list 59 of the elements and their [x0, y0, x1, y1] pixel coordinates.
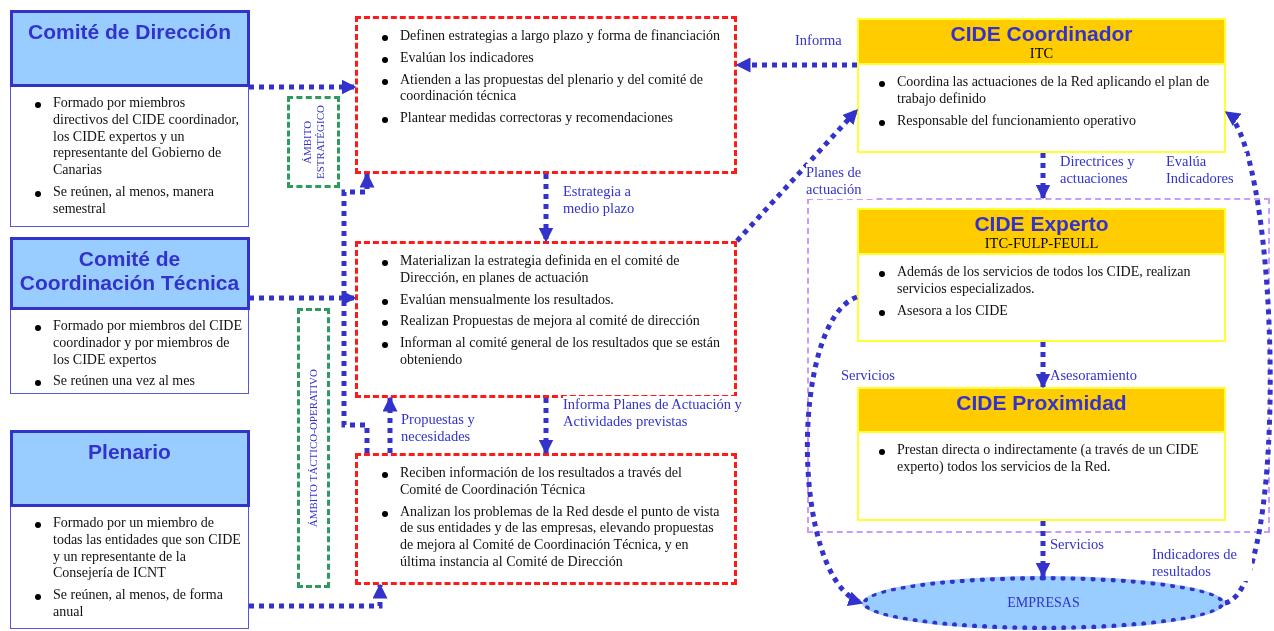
arrow	[1035, 342, 1051, 389]
task-frame	[355, 453, 737, 585]
edge-label: Planes de actuación	[806, 164, 876, 199]
entity-card	[857, 208, 1226, 342]
task-frame	[355, 16, 737, 174]
bullet-text: Evalúan mensualmente los resultados.	[400, 291, 614, 309]
group-frame	[807, 198, 1270, 533]
bullet-text: Analizan los problemas de la Red desde el punto de vista de sus entidades y de las empresas, elevando propuestas de mejora al Comité de Coordinación Técnica, y en última instancia al Comité de Dirección	[400, 503, 721, 571]
scope-frame	[287, 96, 340, 188]
bullet-text: Evalúan los indicadores	[400, 49, 534, 67]
bullet-text: Materializan la estrategia definida en el comité de Dirección, en planes de actuación	[400, 253, 681, 287]
arrow	[249, 79, 357, 95]
bullet-text: Prestan directa o indirectamente (a través de un CIDE experto) todos los servicios de la Red.	[897, 442, 1200, 476]
card-subtitle: ITC	[1029, 46, 1054, 63]
card-subtitle: ITC-FULP-FEULL	[984, 236, 1099, 253]
arrow	[382, 396, 398, 453]
arrow	[249, 290, 357, 306]
card-title: Plenario	[88, 439, 171, 464]
card-title: Comité de Dirección	[27, 19, 232, 44]
bullet-text: Coordina las actuaciones de la Red aplicando el plan de trabajo definido	[897, 74, 1211, 108]
bullet-text: Plantear medidas correctoras y recomendaciones	[400, 110, 673, 127]
vertical-label: ÁMBITO ESTRATÉGICO	[300, 104, 327, 181]
arrow	[1035, 521, 1051, 578]
card-title: Comité de Coordinación Técnica	[18, 246, 241, 295]
entity-card	[857, 18, 1226, 153]
bullet-text: Asesora a los CIDE	[897, 302, 1008, 320]
bullet-text: Responsable del funcionamiento operativo	[897, 112, 1137, 130]
bullet-text: Además de los servicios de todos los CIDE, realizan servicios especializados.	[897, 264, 1192, 298]
arrow	[538, 174, 554, 243]
card-title: CIDE Proximidad	[956, 391, 1127, 416]
committee-card	[10, 10, 249, 227]
bullet-text: Formado por un miembro de todas las entidades que son CIDE y un representante de la Consejería de ICNT	[53, 515, 242, 583]
bullet-text: Formado por miembros del CIDE coordinador y por miembros de los CIDE expertos	[53, 318, 242, 369]
bullet-text: Formado por miembros directivos del CIDE coordinador, los CIDE expertos y un representante del Gobierno de Canarias	[53, 95, 241, 179]
bullet-text: Reciben información de los resultados a través del Comité de Coordinación Técnica	[400, 465, 683, 499]
edge-label: Indicadores de resultados	[1152, 546, 1252, 581]
bullet-text: Se reúnen una vez al mes	[53, 373, 195, 391]
card-title: CIDE Experto	[974, 212, 1109, 237]
bullet-text: Realizan Propuestas de mejora al comité de dirección	[400, 313, 700, 331]
committee-card	[10, 430, 249, 629]
vertical-label: ÁMBITO TÁCTICO-OPERATIVO	[307, 368, 320, 528]
ellipse-label: EMPRESAS	[1007, 595, 1080, 611]
arrow	[1035, 153, 1051, 200]
entity-card	[857, 387, 1226, 521]
card-title: CIDE Coordinador	[950, 22, 1133, 47]
committee-card	[10, 237, 249, 394]
arrow	[249, 583, 388, 609]
arrow	[341, 172, 375, 453]
bullet-text: Definen estrategias a largo plazo y forma de financiación	[400, 28, 721, 45]
arrow	[735, 108, 859, 243]
arrow	[1223, 110, 1273, 605]
bullet-text: Atienden a las propuestas del plenario y del comité de coordinación técnica	[400, 71, 704, 106]
bullet-text: Informan al comité general de los resultados que se están obteniendo	[400, 335, 721, 369]
bullet-text: Se reúnen, al menos, manera semestral	[53, 184, 215, 218]
arrow	[804, 294, 864, 606]
arrow	[538, 398, 554, 455]
bullet-text: Se reúnen, al menos, de forma anual	[53, 587, 224, 621]
scope-frame	[297, 308, 330, 588]
arrow	[735, 57, 857, 73]
